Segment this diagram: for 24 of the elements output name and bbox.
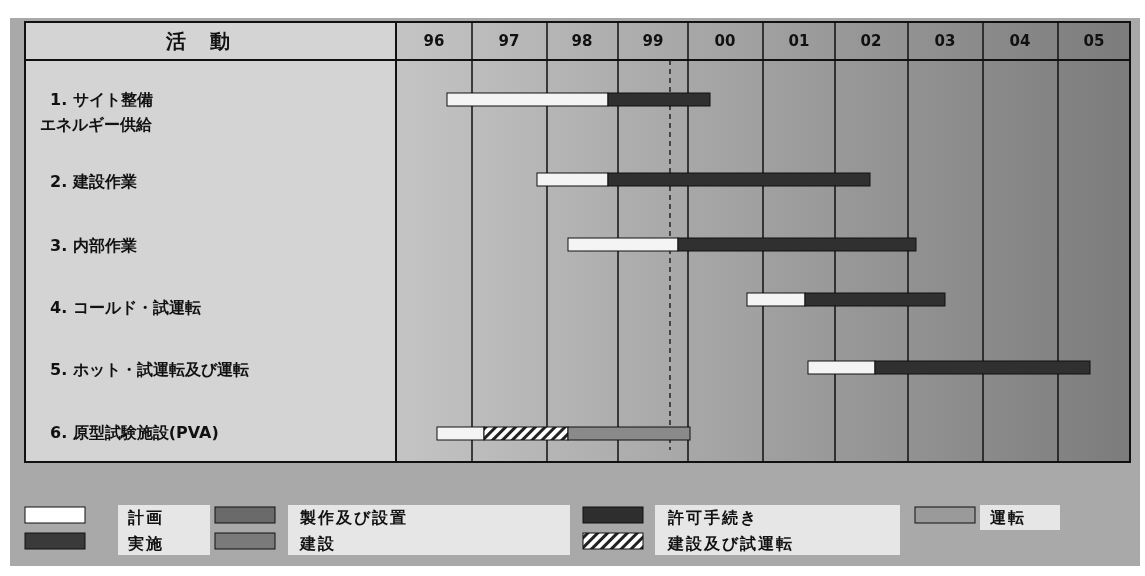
year-label: 00 [714, 32, 736, 50]
activity-label: 1. サイト整備エネルギー供給 [40, 89, 154, 136]
year-label: 97 [498, 32, 520, 50]
year-label: 02 [860, 32, 882, 50]
year-label: 98 [571, 32, 593, 50]
year-label: 96 [423, 32, 445, 50]
legend-label: 建設及び試運転 [668, 534, 794, 555]
year-label: 01 [788, 32, 810, 50]
legend-label: 製作及び設置 [300, 508, 408, 529]
year-label: 99 [642, 32, 664, 50]
legend-label: 許可手続き [668, 508, 758, 529]
legend-label: 実施 [128, 534, 164, 555]
legend-label: 計画 [128, 508, 164, 529]
column-header: 活動 [166, 27, 254, 55]
year-label: 05 [1083, 32, 1105, 50]
activity-label: 4. コールド・試運転 [50, 297, 201, 319]
activity-label: 2. 建設作業 [50, 171, 137, 193]
activity-label: 5. ホット・試運転及び運転 [50, 359, 249, 381]
activity-label: 3. 内部作業 [50, 235, 137, 257]
legend-label: 建設 [300, 534, 336, 555]
legend-label: 運転 [990, 508, 1026, 529]
year-label: 03 [934, 32, 956, 50]
activity-label: 6. 原型試験施設(PVA) [50, 422, 219, 444]
year-label: 04 [1009, 32, 1031, 50]
